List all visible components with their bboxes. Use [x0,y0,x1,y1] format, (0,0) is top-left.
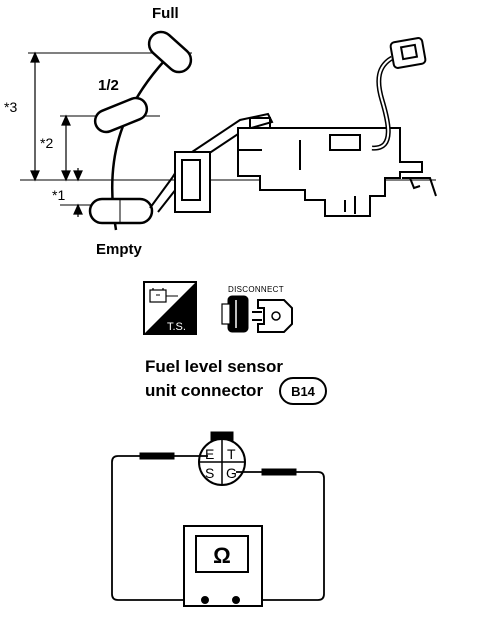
ohmmeter-terminal-left [201,596,209,604]
ohm-symbol: Ω [213,543,231,568]
float-half [93,96,149,134]
connector-caption-line2: unit connector [145,381,263,400]
pin-s-label: S [205,465,214,481]
connector-code: B14 [291,384,316,399]
sender-unit-body [174,117,437,217]
test-circuit [111,431,325,607]
dimension-3-arrow [30,51,40,182]
ohmmeter-display [195,535,249,573]
pin-e-label: E [205,446,214,462]
lead-right [236,471,325,601]
ts-icon [143,281,197,335]
float-full [147,30,193,74]
ohmmeter-terminal-right [232,596,240,604]
half-label: 1/2 [98,77,119,94]
probe-left [139,452,175,460]
float-position-diagram [20,30,437,231]
full-label: Full [152,5,179,22]
sender-plug [389,37,427,69]
disconnect-label: DISCONNECT [228,285,284,294]
disconnect-icon [221,295,293,333]
float-empty [88,197,154,225]
connector-code-badge: B14 [279,377,327,405]
dimension-3-label: *3 [4,99,17,115]
dimension-2-arrow [61,114,71,182]
probe-right [261,468,297,476]
pin-t-label: T [227,446,236,462]
empty-label: Empty [96,241,143,258]
pin-g-label: G [226,465,237,481]
dimension-2-label: *2 [40,135,53,151]
ts-label: T.S. [167,321,186,333]
connector-caption-line1: Fuel level sensor [145,357,283,376]
dimension-1-label: *1 [52,187,65,203]
dimension-1-arrow [73,168,83,217]
lead-left [111,455,208,601]
